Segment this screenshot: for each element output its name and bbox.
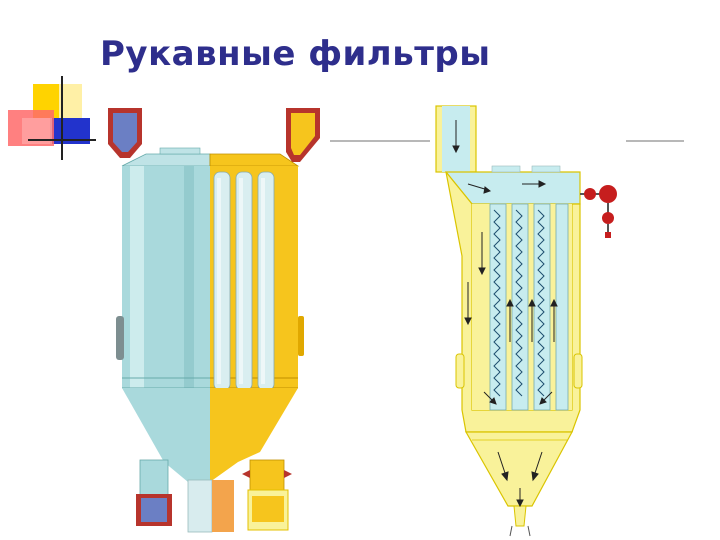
flow-arrow-icon [452, 120, 558, 508]
slide-title: Рукавные фильтры [100, 34, 491, 74]
bag-filter-section-schematic [432, 92, 626, 540]
bag-filter-external-view [100, 100, 328, 540]
valve-icon [580, 185, 617, 238]
slide-corner-decoration [8, 76, 684, 160]
